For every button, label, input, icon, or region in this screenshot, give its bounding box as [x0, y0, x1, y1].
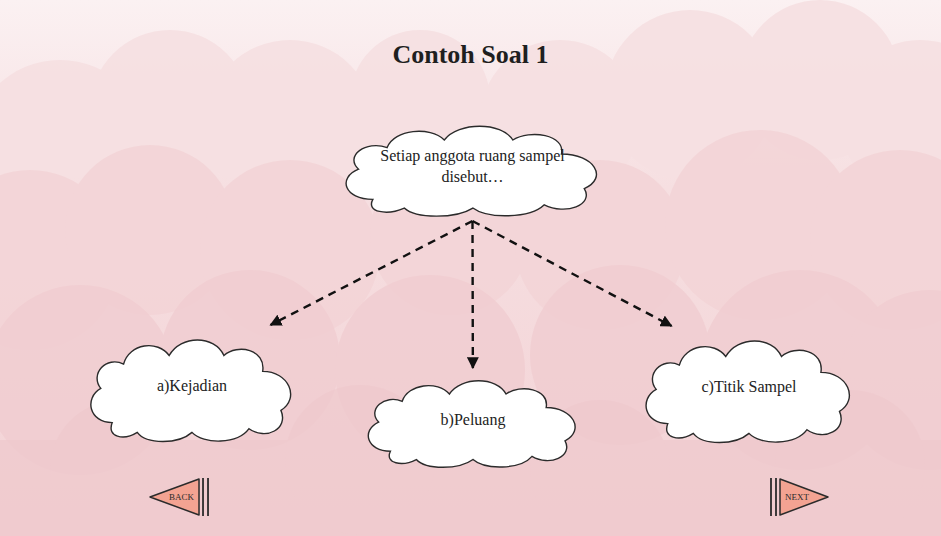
dashed-arrow [271, 221, 473, 325]
answer-cloud: a)Kejadian [78, 325, 306, 447]
button-label: NEXT [785, 493, 809, 502]
nav-button: BACK [148, 477, 211, 517]
answer-cloud: c)Titik Sampel [633, 326, 865, 448]
answer-cloud: b)Peluang [355, 368, 591, 472]
button-label: BACK [169, 493, 194, 502]
answer-cloud: Setiap anggota ruang sampel disebut… [330, 113, 616, 221]
dashed-arrow [471, 221, 474, 368]
cloud-text: b)Peluang [441, 410, 506, 431]
cloud-text: Setiap anggota ruang sampel disebut… [372, 146, 572, 188]
cloud-text: c)Titik Sampel [702, 377, 797, 398]
slide-title: Contoh Soal 1 [0, 40, 941, 70]
nav-button: NEXT [768, 477, 830, 517]
cloud-shape [330, 113, 616, 221]
dashed-arrow [472, 221, 671, 326]
cloud-text: a)Kejadian [157, 376, 227, 397]
